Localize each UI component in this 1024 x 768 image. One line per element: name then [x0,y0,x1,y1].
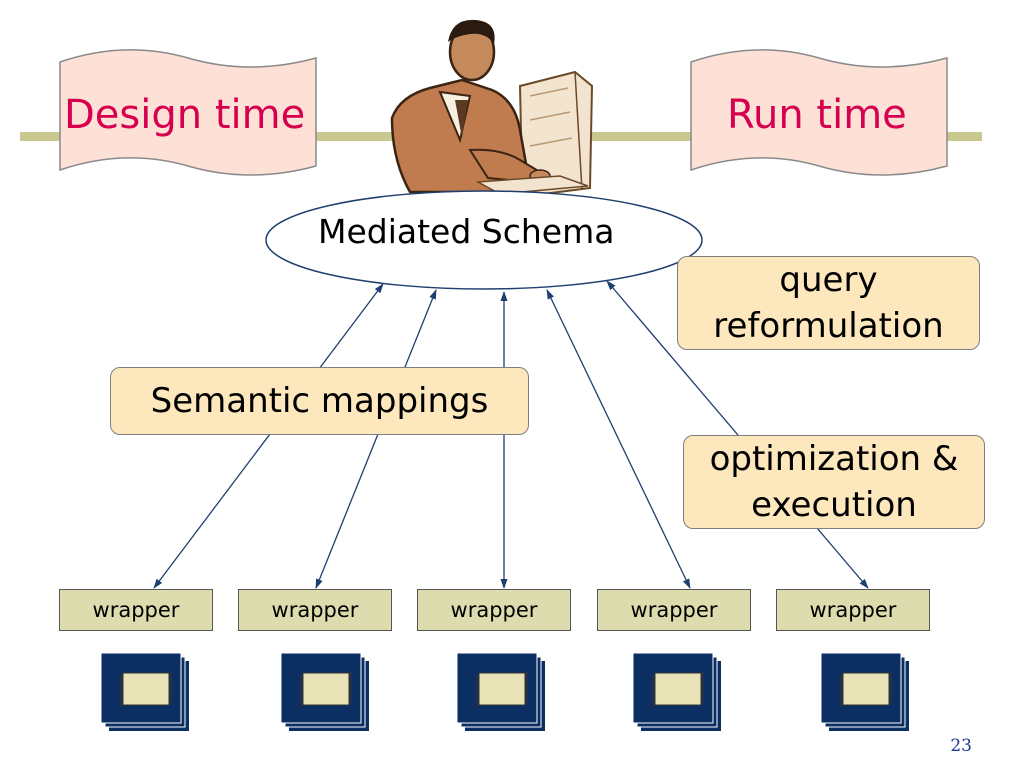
wrapper-box-4: wrapper [597,589,751,631]
page-number: 23 [950,736,972,756]
wrapper-box-2: wrapper [238,589,392,631]
semantic-mappings-label: Semantic mappings [150,381,489,421]
arrow-to-wrapper-4 [546,289,691,589]
wrapper-box-1: wrapper [59,589,213,631]
query-reformulation-line1: query [779,260,878,300]
document-stack-icon [100,652,909,731]
arrow-to-wrapper-5 [606,280,869,589]
mapping-arrows [153,280,869,589]
optimization-execution-box: optimization & execution [683,435,985,529]
wrapper-box-5: wrapper [776,589,930,631]
design-time-label: Design time [64,92,306,138]
query-reformulation-box: query reformulation [677,256,980,350]
mediated-schema-ellipse [265,190,703,290]
run-time-banner [690,49,948,176]
arrow-to-wrapper-1 [153,283,384,589]
optimization-line2: execution [751,485,917,525]
query-reformulation-line2: reformulation [713,306,944,346]
semantic-mappings-box: Semantic mappings [110,367,529,435]
wrapper-box-3: wrapper [417,589,571,631]
run-time-label: Run time [727,92,907,138]
arrow-to-wrapper-2 [315,289,437,589]
mediated-schema-label: Mediated Schema [318,212,615,251]
optimization-line1: optimization & [709,439,959,479]
design-time-banner [59,49,317,176]
person-at-computer-icon [390,19,594,197]
